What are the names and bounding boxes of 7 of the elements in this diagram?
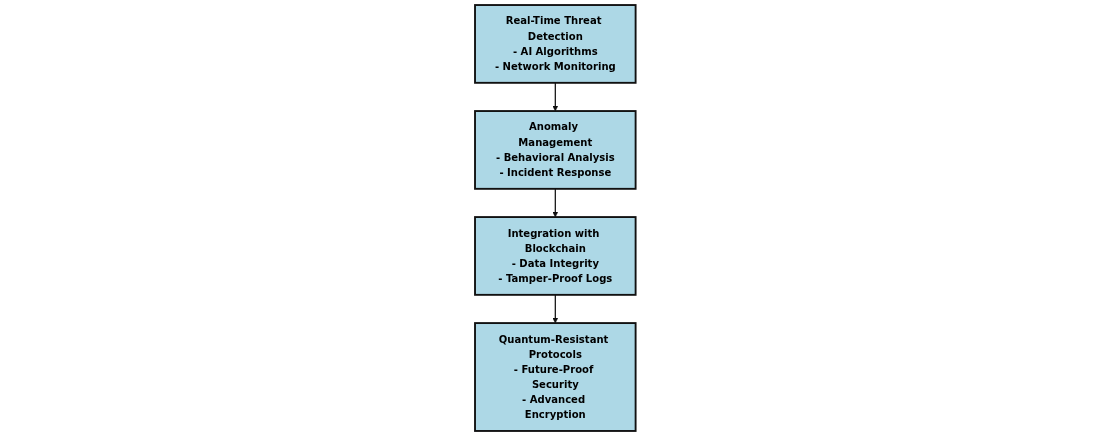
arrow [552,188,558,218]
arrow [552,82,558,112]
node-box: Integration with Blockchain - Data Integrity - Tamper-Proof Logs [473,216,637,296]
node-box: Quantum-Resistant Protocols - Future-Proof Security - Advanced Encryption [473,322,637,432]
node-box: Anomaly Management - Behavioral Analysis - Incident Response [473,110,637,190]
arrow [552,294,558,324]
node-box: Real-Time Threat Detection - AI Algorithms - Network Monitoring [473,4,637,84]
